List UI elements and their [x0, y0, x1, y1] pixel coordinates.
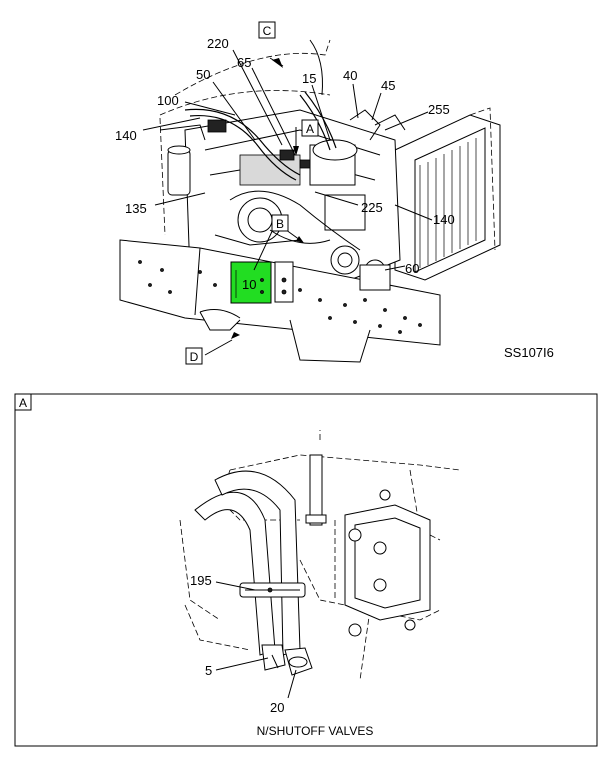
leader-lines-top	[142, 49, 433, 356]
svg-text:A: A	[306, 122, 314, 136]
arrow-b	[296, 236, 304, 243]
callout-60: 60	[405, 261, 419, 276]
callout-15: 15	[302, 71, 316, 86]
drawing-id: SS107I6	[504, 345, 554, 360]
view-ref-c[interactable]: C	[258, 21, 276, 39]
callout-220: 220	[207, 36, 229, 51]
detail-a-frame: A	[14, 393, 598, 747]
view-ref-a[interactable]: A	[301, 119, 319, 137]
filter-canister	[159, 117, 206, 236]
arrow-d	[231, 332, 240, 339]
callout-5: 5	[205, 663, 212, 678]
callout-140-left: 140	[115, 128, 137, 143]
callout-255: 255	[428, 102, 450, 117]
callout-40: 40	[343, 68, 357, 83]
detail-a-illustration	[179, 430, 461, 681]
callout-65: 65	[237, 55, 251, 70]
detail-a-caption: N/SHUTOFF VALVES	[257, 724, 374, 738]
frame-rail	[119, 239, 441, 346]
callout-45: 45	[381, 78, 395, 93]
callout-140-right: 140	[433, 212, 455, 227]
callout-50: 50	[196, 67, 210, 82]
callout-225: 225	[361, 200, 383, 215]
svg-text:C: C	[263, 24, 272, 38]
callouts-detail: 195 5 20	[190, 573, 284, 715]
arrow-c	[272, 58, 283, 68]
detail-a-label: A	[19, 396, 27, 410]
svg-text:D: D	[190, 350, 199, 364]
view-ref-d[interactable]: D	[185, 347, 203, 365]
leader-lines-detail	[215, 581, 297, 699]
radiator	[394, 107, 501, 281]
callout-135: 135	[125, 201, 147, 216]
highlight-box-10	[230, 261, 272, 304]
arrow-a	[293, 146, 299, 156]
callout-20: 20	[270, 700, 284, 715]
view-ref-b[interactable]: B	[271, 214, 289, 232]
engine-illustration	[119, 39, 501, 363]
callout-195: 195	[190, 573, 212, 588]
callout-100: 100	[157, 93, 179, 108]
callouts-top: 220 65 15 40 45 50 100 255 140 135 225 1…	[115, 36, 455, 292]
svg-text:B: B	[276, 217, 284, 231]
callout-10: 10	[242, 277, 256, 292]
oil-pan	[199, 309, 371, 363]
